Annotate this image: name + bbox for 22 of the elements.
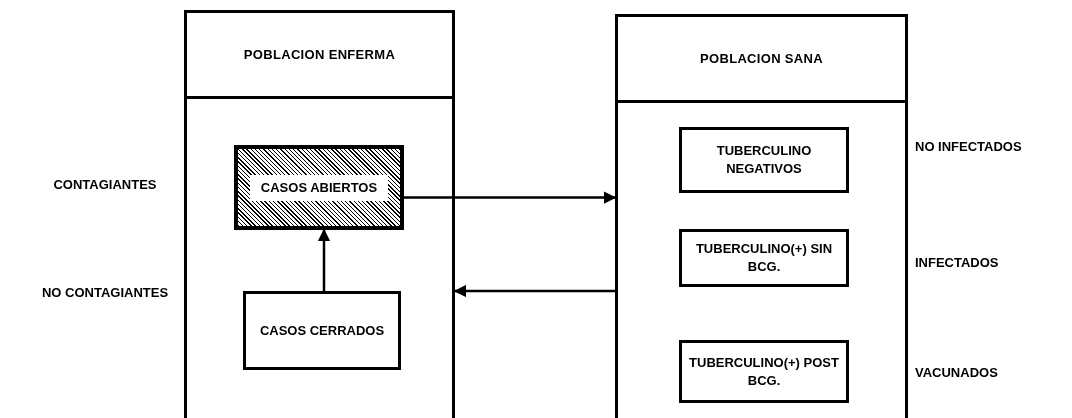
box-label: TUBERCULINO(+) POST BCG. [688, 353, 840, 390]
category-box [679, 229, 849, 287]
box-label: CASOS ABIERTOS [250, 174, 388, 201]
side-label: CONTAGIANTES [52, 176, 158, 193]
shaded-box [234, 145, 404, 230]
arrow [404, 191, 617, 204]
side-label: NO INFECTADOS [915, 138, 1023, 155]
box-label: TUBERCULINO NEGATIVOS [715, 142, 813, 178]
category-box [679, 127, 849, 193]
panel-title: POBLACION SANA [700, 49, 823, 68]
side-label: VACUNADOS [915, 364, 999, 381]
side-label: INFECTADOS [915, 254, 1000, 271]
arrow [453, 284, 615, 298]
box-label: CASOS CERRADOS [259, 321, 385, 340]
category-box [679, 340, 849, 403]
population-panel [184, 10, 455, 418]
population-panel [615, 14, 908, 418]
arrow [317, 228, 331, 291]
box-label: TUBERCULINO(+) SIN BCG. [694, 240, 834, 276]
panel-title: POBLACION ENFERMA [243, 45, 396, 64]
side-label: NO CONTAGIANTES [40, 284, 170, 301]
category-box [243, 291, 401, 370]
